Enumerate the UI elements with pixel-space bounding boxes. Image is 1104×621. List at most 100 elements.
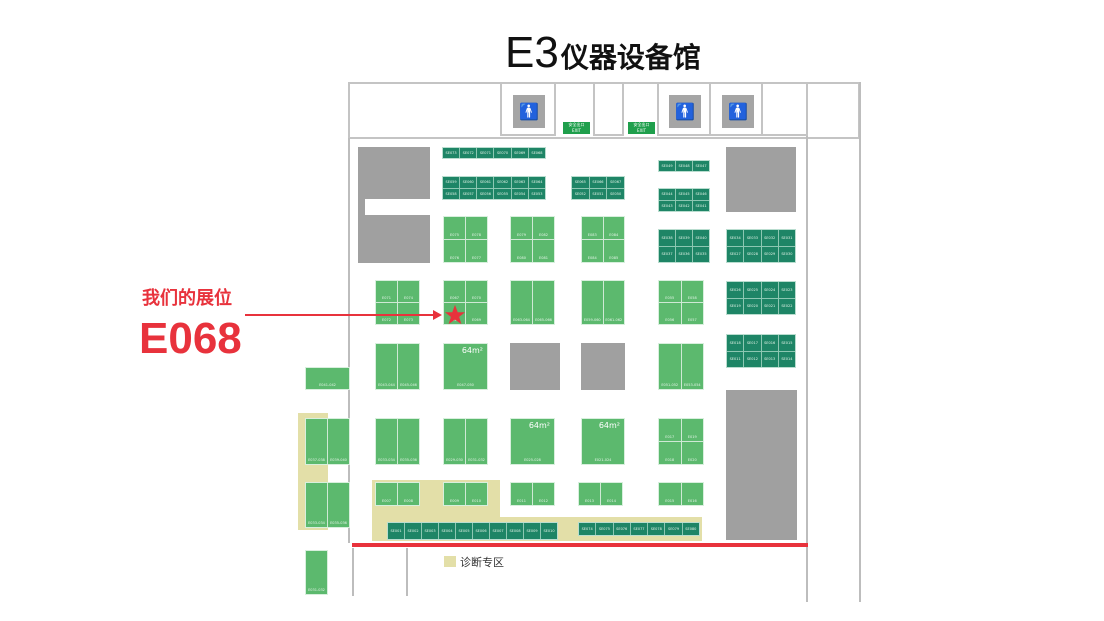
booth[interactable]: E081 [533, 240, 554, 262]
booth[interactable]: E056 [659, 303, 681, 324]
booth[interactable]: SE048 [676, 161, 692, 171]
booth[interactable]: SE065 [572, 177, 589, 188]
booth[interactable]: SE007 [490, 523, 506, 539]
booth[interactable]: SE027 [727, 246, 744, 262]
booth[interactable]: E012 [533, 483, 554, 505]
booth[interactable]: E029-030 [444, 419, 465, 464]
booth[interactable]: SE067 [607, 177, 624, 188]
booth[interactable]: SE073 [443, 148, 460, 158]
booth[interactable]: E016 [681, 483, 703, 505]
booth[interactable]: SE012 [744, 351, 761, 367]
booth[interactable]: E058 [681, 281, 703, 302]
booth[interactable]: E059-060 [582, 281, 603, 324]
booth[interactable]: E078 [466, 217, 487, 239]
booth[interactable]: SE037 [659, 246, 675, 262]
booth[interactable]: SE071 [477, 148, 494, 158]
booth[interactable]: SE019 [727, 298, 744, 314]
booth[interactable]: SE021 [761, 298, 778, 314]
booth[interactable]: SE022 [778, 298, 795, 314]
booth[interactable]: SE024 [761, 282, 778, 298]
booth[interactable]: E031-032 [466, 419, 487, 464]
booth[interactable]: E043-044 [376, 344, 397, 389]
booth[interactable]: E069 [466, 303, 487, 324]
booth[interactable]: SE016 [761, 335, 778, 351]
booth[interactable]: SE004 [439, 523, 455, 539]
booth[interactable]: SE057 [460, 188, 477, 199]
booth[interactable]: E031-032 [306, 551, 327, 594]
booth[interactable]: E085 [603, 240, 624, 262]
booth[interactable]: E018 [659, 442, 681, 464]
booth[interactable]: SE074 [579, 523, 596, 535]
booth[interactable]: SE015 [778, 335, 795, 351]
booth[interactable]: E033-034 [306, 483, 327, 527]
booth[interactable]: SE034 [727, 230, 744, 246]
booth[interactable]: SE014 [778, 351, 795, 367]
booth[interactable]: SE001 [388, 523, 404, 539]
booth[interactable]: SE026 [727, 282, 744, 298]
booth[interactable]: SE049 [659, 161, 675, 171]
booth[interactable]: E075 [444, 217, 465, 239]
booth[interactable]: E053-054 [681, 344, 703, 389]
booth[interactable]: SE064 [528, 177, 545, 188]
booth[interactable]: E010 [466, 483, 487, 505]
booth[interactable]: SE053 [528, 188, 545, 199]
booth[interactable]: E070 [466, 281, 487, 302]
booth[interactable]: SE076 [613, 523, 630, 535]
booth[interactable]: SE003 [422, 523, 438, 539]
booth[interactable]: E009 [444, 483, 465, 505]
booth[interactable]: SE077 [630, 523, 648, 535]
booth[interactable]: SE025 [744, 282, 761, 298]
booth[interactable]: E057 [681, 303, 703, 324]
booth[interactable]: SE030 [778, 246, 795, 262]
booth[interactable]: SE011 [727, 351, 744, 367]
booth[interactable]: E072 [376, 303, 397, 324]
booth[interactable]: SE038 [659, 230, 675, 246]
booth[interactable]: E011 [511, 483, 532, 505]
booth[interactable]: SE006 [473, 523, 489, 539]
booth[interactable]: SE032 [761, 230, 778, 246]
booth[interactable]: E084 [603, 217, 624, 239]
booth[interactable]: SE078 [648, 523, 665, 535]
booth[interactable]: SE002 [405, 523, 421, 539]
booth[interactable]: SE042 [676, 200, 692, 211]
booth[interactable]: E083 [582, 217, 603, 239]
booth[interactable]: E080 [511, 240, 532, 262]
booth[interactable]: E051-052 [659, 344, 681, 389]
booth[interactable]: SE031 [778, 230, 795, 246]
booth[interactable]: SE046 [693, 189, 709, 200]
booth[interactable]: E035-036 [328, 483, 349, 527]
booth[interactable]: SE079 [665, 523, 682, 535]
booth[interactable]: SE010 [541, 523, 557, 539]
booth-block[interactable]: E041-042 [305, 367, 350, 390]
booth[interactable]: E063-064 [511, 281, 532, 324]
booth[interactable]: SE039 [676, 230, 692, 246]
booth[interactable]: E039-040 [328, 419, 349, 464]
booth-block[interactable]: E031-032 [305, 550, 328, 595]
booth[interactable]: SE072 [460, 148, 477, 158]
booth[interactable]: SE056 [477, 188, 494, 199]
